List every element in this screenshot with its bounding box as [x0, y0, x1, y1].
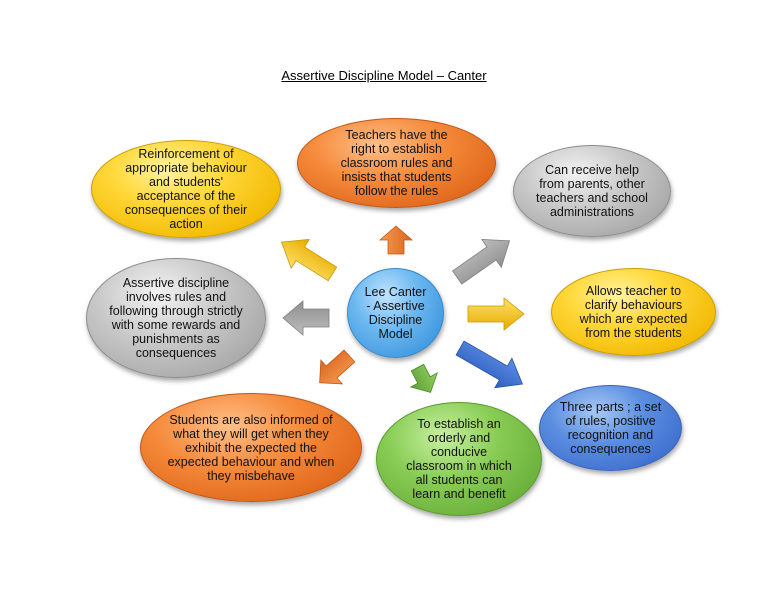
node-informed-text: Students are also informed of what they … [167, 412, 335, 483]
diagram-title: Assertive Discipline Model – Canter [281, 68, 487, 83]
node-reinforcement-text: Reinforcement of appropriate behaviour a… [124, 147, 248, 231]
node-teachers-right-text: Teachers have the right to establish cla… [340, 128, 453, 198]
node-teachers-right: Teachers have the right to establish cla… [297, 118, 496, 208]
node-reinforcement: Reinforcement of appropriate behaviour a… [91, 140, 281, 238]
node-orderly: To establish an orderly and conducive cl… [376, 402, 542, 516]
node-orderly-text: To establish an orderly and conducive cl… [406, 417, 512, 501]
arrow-down [409, 363, 438, 393]
arrow-down-right [455, 340, 524, 389]
arrow-right [467, 297, 525, 331]
arrow-down-left [319, 349, 356, 385]
node-three-parts-text: Three parts ; a set of rules, positive r… [559, 400, 662, 456]
center-node: Lee Canter - Assertive Discipline Model [347, 268, 444, 358]
center-node-label: Lee Canter - Assertive Discipline Model [364, 285, 427, 341]
arrow-up-right [452, 239, 511, 285]
node-three-parts: Three parts ; a set of rules, positive r… [539, 385, 682, 471]
arrow-up [378, 225, 414, 255]
node-assertive: Assertive discipline involves rules and … [86, 258, 266, 378]
arrow-left [282, 300, 330, 336]
node-clarify: Allows teacher to clarify behaviours whi… [551, 268, 716, 356]
node-receive-help: Can receive help from parents, other tea… [513, 145, 671, 237]
node-receive-help-text: Can receive help from parents, other tea… [536, 163, 648, 219]
node-assertive-text: Assertive discipline involves rules and … [109, 276, 243, 360]
node-informed: Students are also informed of what they … [140, 393, 362, 502]
node-clarify-text: Allows teacher to clarify behaviours whi… [579, 284, 688, 340]
arrow-up-left [281, 238, 338, 282]
